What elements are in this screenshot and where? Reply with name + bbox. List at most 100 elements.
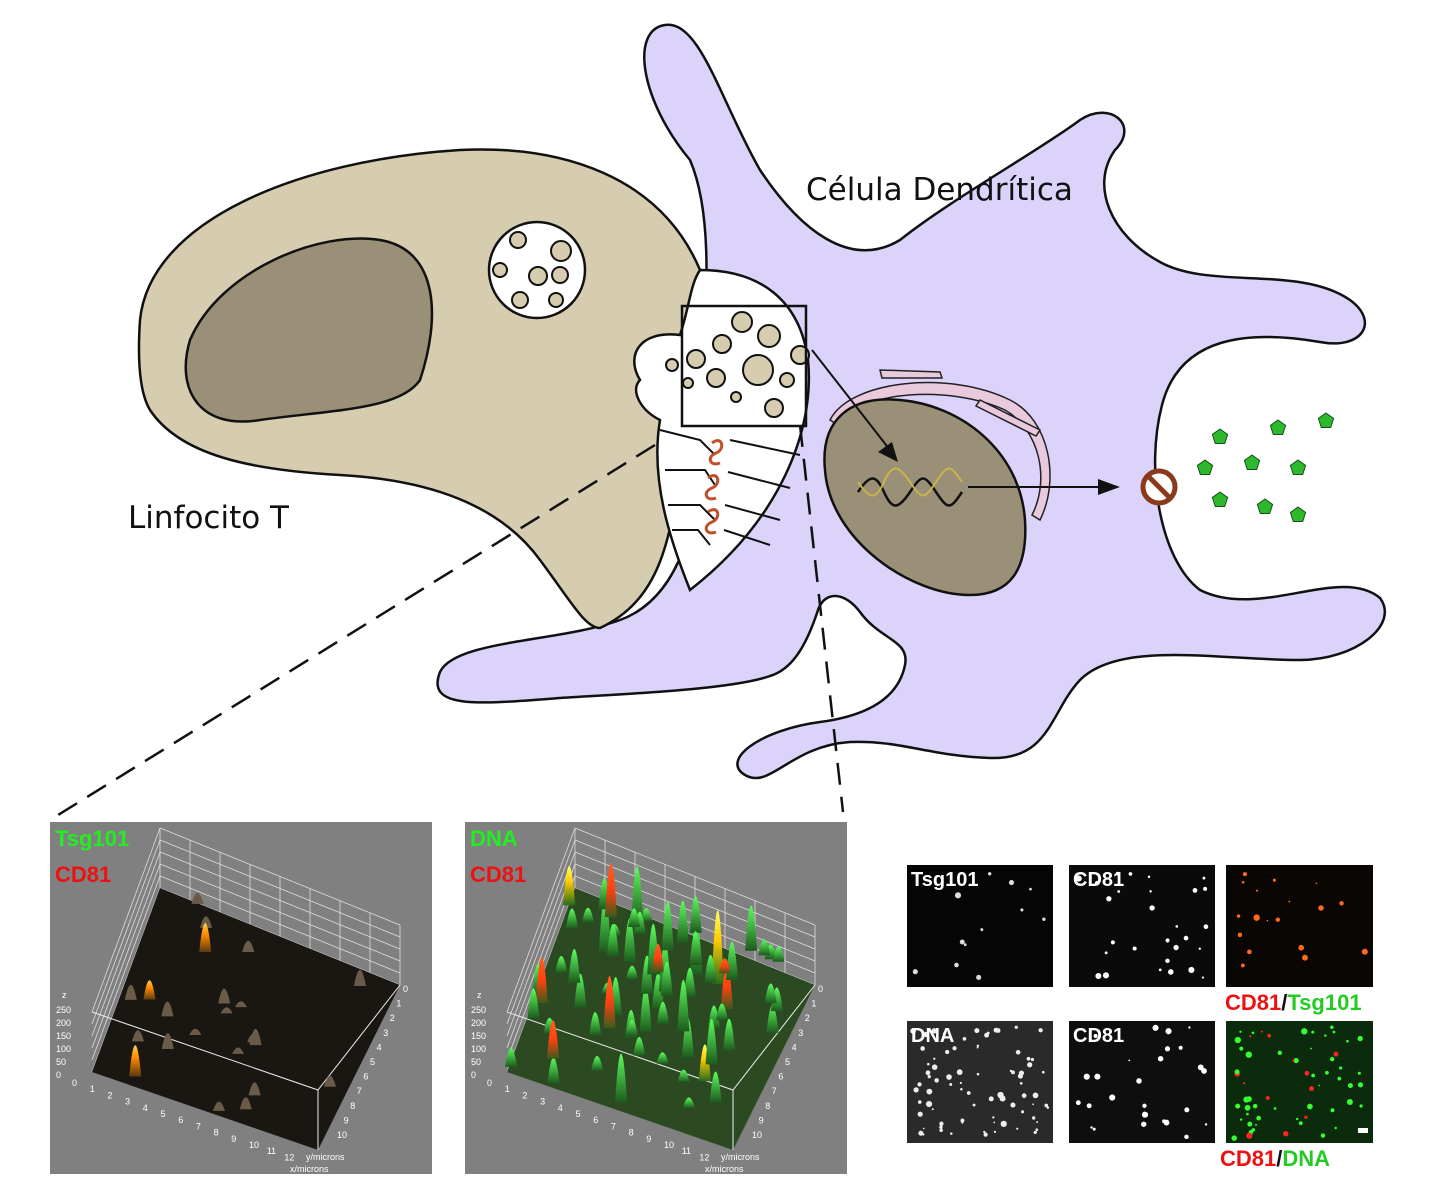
intensity-peak xyxy=(535,957,548,1004)
fluorescent-spot xyxy=(1173,944,1179,951)
pentagon-protein-icon xyxy=(1317,412,1335,428)
fluorescent-spot xyxy=(1142,1103,1147,1108)
fluorescent-spot xyxy=(1147,875,1151,879)
fluorescent-spot xyxy=(1197,1064,1204,1071)
fluorescent-spot xyxy=(1165,958,1170,964)
fluorescent-spot xyxy=(1044,1103,1049,1108)
fluorescent-spot xyxy=(1237,932,1243,938)
fluorescent-spot xyxy=(1035,1128,1039,1131)
dashed-guide xyxy=(798,424,845,813)
fluorescent-spot xyxy=(1309,1086,1314,1092)
fluorescent-spot xyxy=(976,974,982,980)
fluorescent-spot xyxy=(1275,917,1280,922)
x-tick-label: 6 xyxy=(178,1115,183,1125)
fluorescent-spot xyxy=(926,1088,933,1095)
intensity-peak xyxy=(715,1003,728,1021)
z-tick-label: 100 xyxy=(471,1044,486,1054)
fluorescent-spot xyxy=(1357,1082,1364,1088)
fluorescent-spot xyxy=(1188,1026,1191,1029)
fluorescent-spot xyxy=(1136,1078,1142,1084)
intensity-peak xyxy=(581,907,594,923)
fluorescent-spot xyxy=(922,1133,925,1136)
fluorescent-spot xyxy=(1241,880,1245,884)
intensity-peak xyxy=(709,1071,722,1103)
y-tick-label: 10 xyxy=(337,1130,347,1140)
z-tick-label: 200 xyxy=(56,1018,71,1028)
fluorescent-spot xyxy=(1252,1103,1258,1109)
fluorescent-spot xyxy=(1152,1024,1159,1031)
intensity-peak xyxy=(689,896,702,933)
fluorescent-spot xyxy=(1318,1084,1321,1087)
zoom-box xyxy=(680,304,808,428)
fluorescent-spot xyxy=(963,943,967,947)
y-tick-label: 1 xyxy=(811,999,816,1009)
fluorescent-spot xyxy=(1014,1025,1018,1029)
dendritic-cell-nucleus xyxy=(823,398,1027,597)
fluorescent-spot xyxy=(923,1033,927,1037)
fluorescent-spot xyxy=(1277,1050,1283,1055)
fluorescent-spot xyxy=(1273,1107,1277,1110)
x-tick-label: 5 xyxy=(576,1109,581,1119)
fluorescent-spot xyxy=(1041,1070,1045,1074)
y-tick-label: 2 xyxy=(390,1013,395,1023)
fluorescent-spot xyxy=(1311,1073,1316,1078)
fluorescent-spot xyxy=(1021,1110,1025,1114)
intensity-peak xyxy=(606,923,619,957)
fluorescent-spot xyxy=(1347,1083,1353,1089)
fluorescent-spot xyxy=(1093,1033,1098,1038)
pentagon-protein-icon xyxy=(1196,459,1214,475)
dendritic-cell-label: Célula Dendrítica xyxy=(806,172,1073,208)
fluorescent-spot xyxy=(1149,905,1155,911)
y-tick-label: 7 xyxy=(357,1086,362,1096)
fluorescent-spot xyxy=(1165,1028,1172,1035)
fluorescent-spot xyxy=(1245,1051,1252,1058)
surface-plot-tsg101: 050100150200250z012345678910111201234567… xyxy=(50,822,432,1174)
fluorescent-spot xyxy=(1243,1096,1250,1103)
y-tick-label: 9 xyxy=(759,1115,764,1125)
x-tick-label: 9 xyxy=(646,1134,651,1144)
fluorescent-spot xyxy=(1357,1071,1361,1075)
x-tick-label: 8 xyxy=(629,1128,634,1138)
intensity-peak xyxy=(143,980,156,1000)
plot-label-red: CD81 xyxy=(55,862,111,887)
fluorescent-spot xyxy=(1339,1066,1343,1070)
y-tick-label: 4 xyxy=(377,1042,382,1052)
fluorescent-spot xyxy=(972,1103,976,1107)
fluorescent-spot xyxy=(1184,1107,1190,1113)
pentagon-protein-icon xyxy=(1211,491,1229,507)
fluorescent-spot xyxy=(931,1108,934,1111)
fluorescent-spot xyxy=(917,1082,922,1087)
y-tick-label: 1 xyxy=(396,999,401,1009)
intensity-peak xyxy=(661,901,674,951)
fluorescent-spot xyxy=(1246,1112,1249,1116)
fluorescent-spot xyxy=(1132,946,1137,951)
fluorescent-spot xyxy=(946,1074,952,1080)
plot-label-green: DNA xyxy=(470,826,518,851)
x-axis-label: x/microns xyxy=(290,1164,329,1174)
intensity-peak xyxy=(656,1052,669,1064)
fluorescent-spot xyxy=(952,1046,957,1051)
endoplasmic-reticulum xyxy=(829,369,1051,522)
fluorescent-spot xyxy=(1198,947,1201,950)
x-tick-label: 12 xyxy=(699,1152,709,1162)
intensity-peak xyxy=(628,908,641,927)
x-tick-label: 1 xyxy=(505,1084,510,1094)
fluorescent-spot xyxy=(1310,1047,1313,1050)
intensity-peak xyxy=(131,1030,144,1042)
intensity-peak xyxy=(764,983,777,1004)
y-tick-label: 8 xyxy=(765,1101,770,1111)
micrograph-label: DNA xyxy=(911,1025,954,1047)
intensity-peak xyxy=(689,931,702,966)
y-tick-label: 8 xyxy=(350,1101,355,1111)
fluorescent-spot xyxy=(1295,1117,1299,1121)
y-tick-label: 3 xyxy=(798,1028,803,1038)
intensity-peak xyxy=(220,1007,233,1014)
fluorescent-spot xyxy=(954,962,959,968)
surface-plot-dna: 050100150200250z012345678910111201234567… xyxy=(465,822,847,1174)
fluorescent-spot xyxy=(1330,1025,1334,1029)
y-tick-label: 0 xyxy=(818,984,823,994)
fluorescent-spot xyxy=(987,872,992,876)
x-tick-label: 0 xyxy=(487,1078,492,1088)
fluorescent-spot xyxy=(939,1121,944,1126)
fluorescent-spot xyxy=(1267,1033,1272,1038)
